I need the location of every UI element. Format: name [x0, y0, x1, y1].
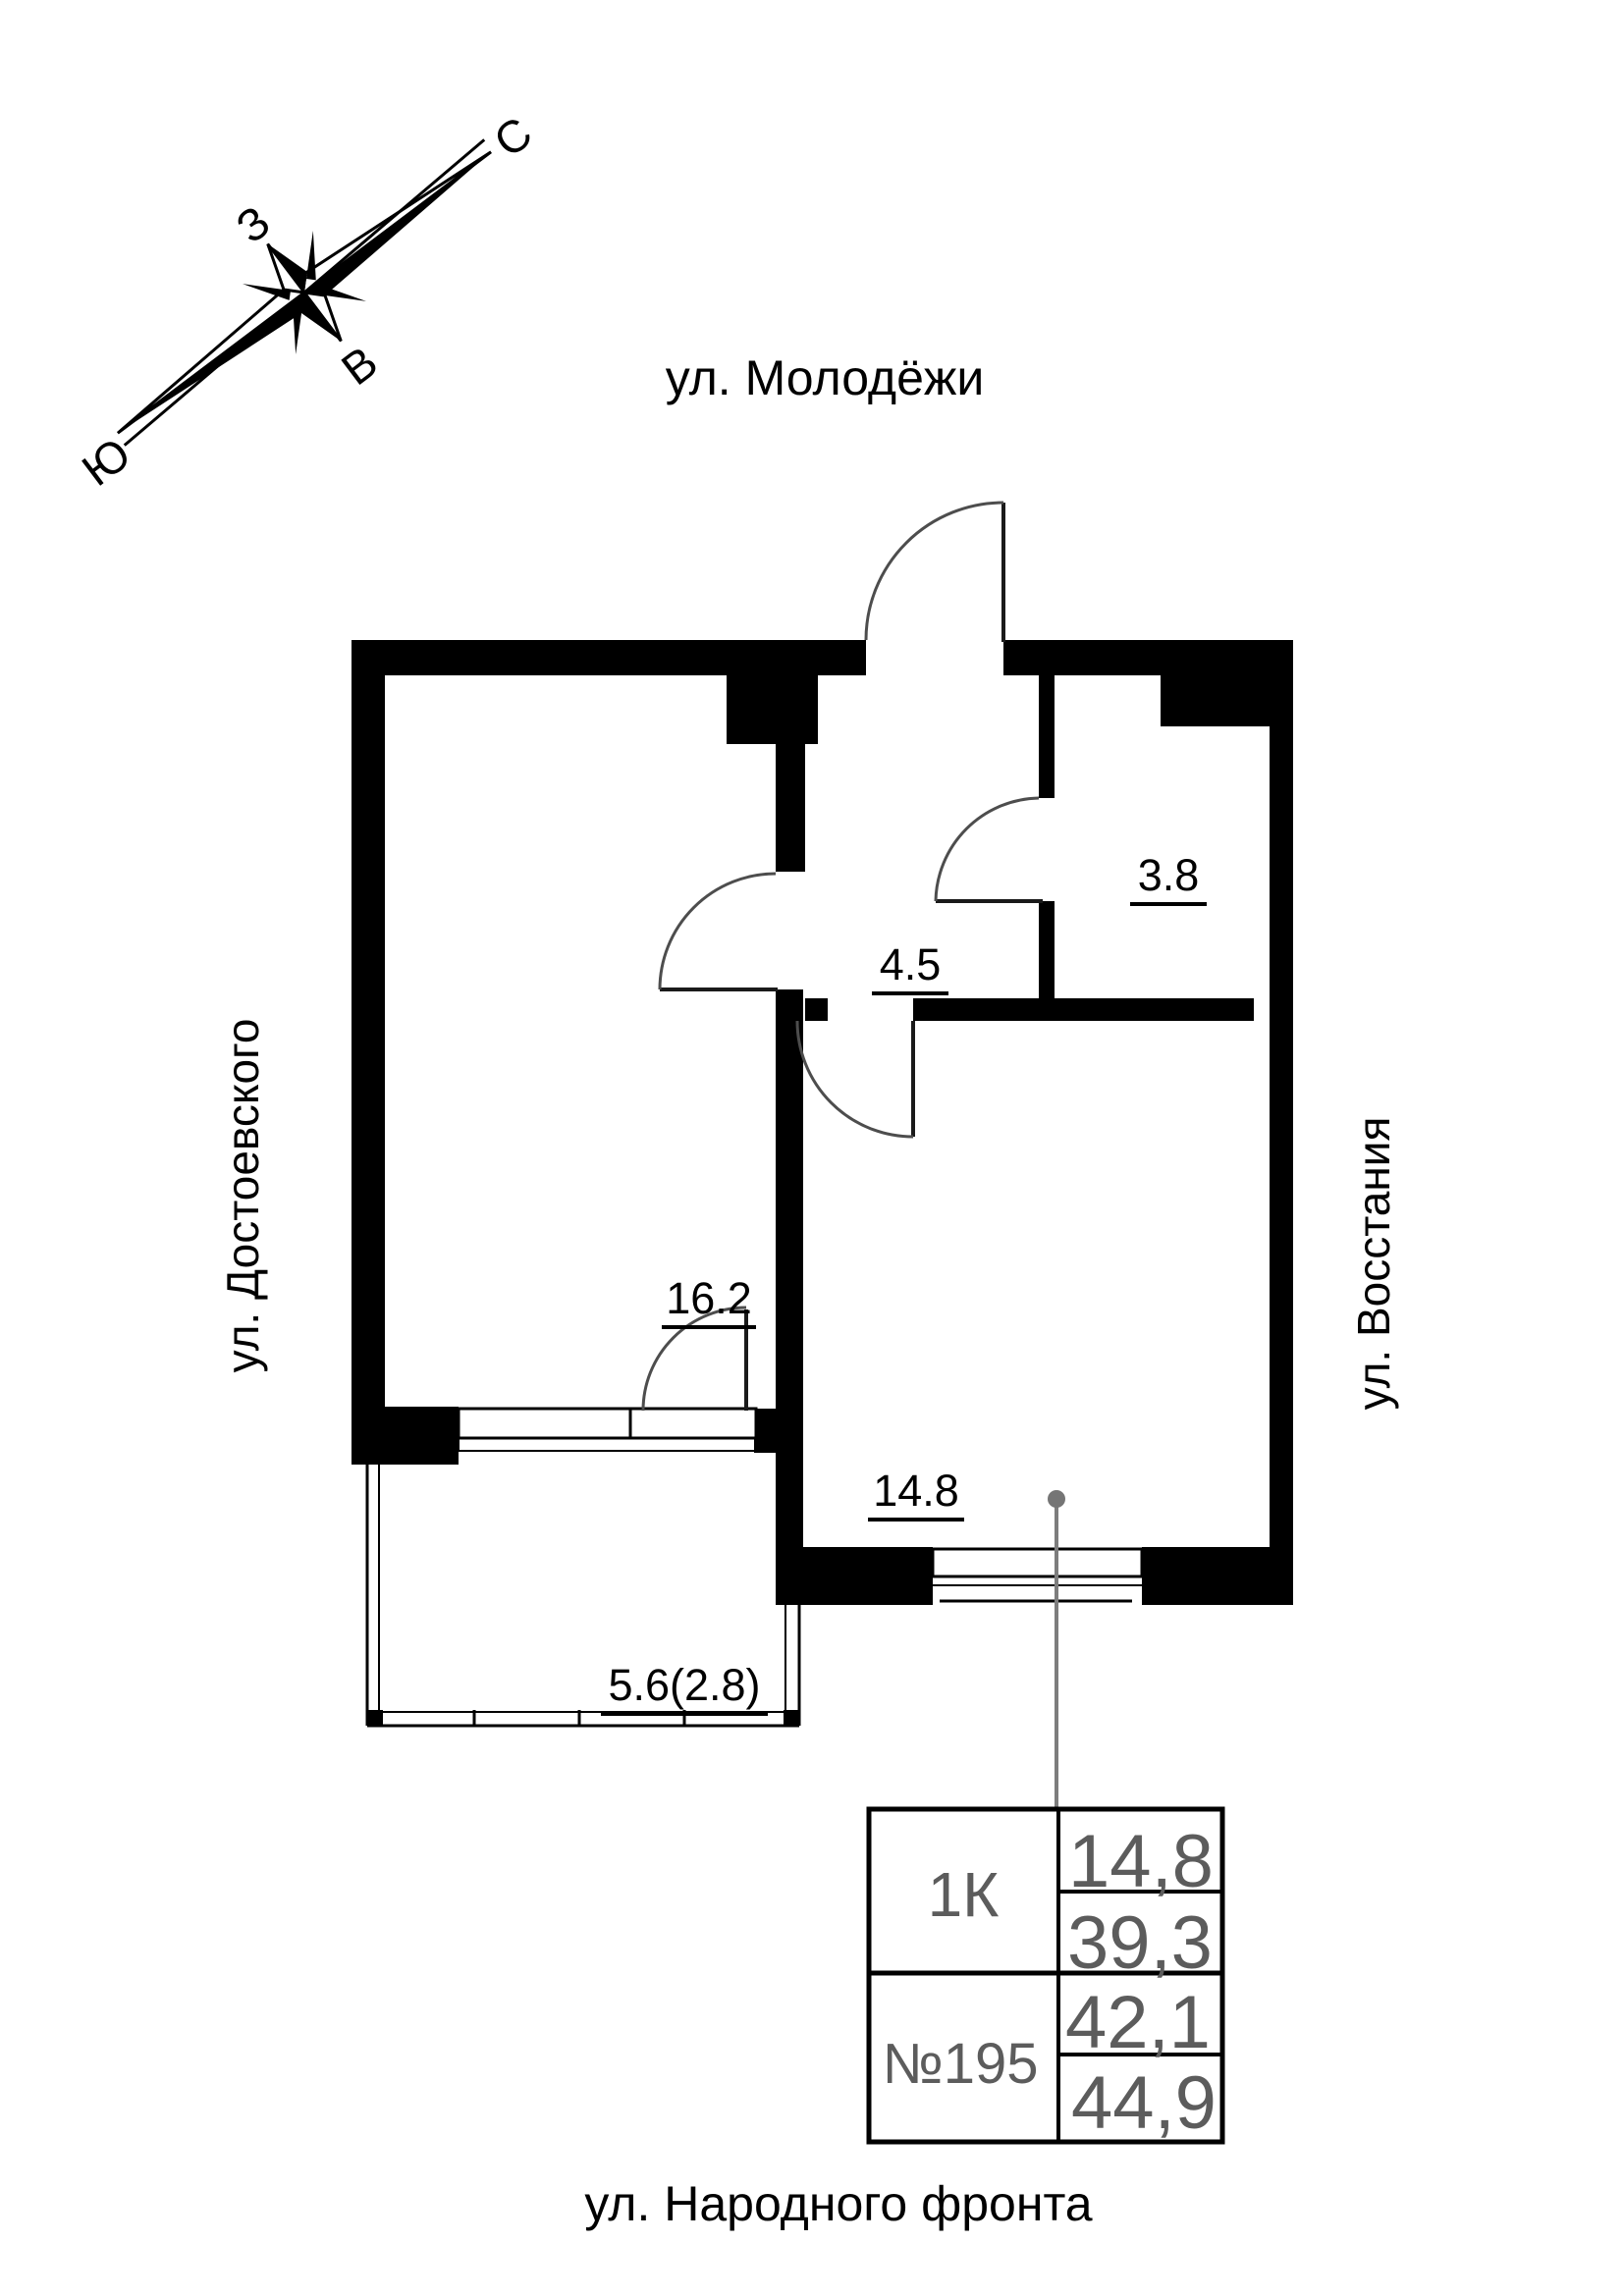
entrance-door-arc [864, 501, 1004, 641]
wall-living-bottom-left [776, 1547, 933, 1605]
leader-dot [1048, 1490, 1065, 1508]
compass-diagonal-points [242, 230, 367, 355]
balcony-area-label: 5.6(2.8) [608, 1660, 760, 1710]
compass-rose: С Ю З В [73, 107, 541, 497]
wall-hall-bathroom-bottom [913, 998, 1254, 1021]
room-labels: 3.8 4.5 16.2 14.8 5.6(2.8) [601, 850, 1207, 1716]
living-window [931, 1547, 1144, 1578]
living-area-label: 14.8 [873, 1466, 959, 1516]
wall-kitchen-bottom-left [352, 1407, 459, 1465]
kitchen-door-arc [658, 872, 777, 990]
wall-living-bottom-right [1142, 1547, 1293, 1605]
street-label-top: ул. Молодёжи [666, 350, 985, 405]
apartment-type-cell: 1К [928, 1859, 1000, 1930]
windows [457, 1407, 1164, 1603]
kitchen-window [457, 1407, 758, 1440]
bathroom-door-arc [934, 796, 1040, 902]
doors [641, 501, 1043, 1412]
balcony-door-arc [641, 1306, 747, 1412]
wall-hall-nub [805, 998, 828, 1021]
kitchen-area-label: 16.2 [666, 1273, 752, 1323]
info-table: 1К №195 14,8 39,3 42,1 44,9 [866, 1806, 1225, 2145]
wall-entry-block [727, 675, 818, 744]
table-value-coeff: 42,1 [1065, 1981, 1211, 2064]
apartment-number-cell: №195 [883, 2032, 1039, 2096]
wall-bathroom-partition-upper [1039, 675, 1055, 798]
wall-left [352, 675, 385, 1465]
living-window-sill [910, 1575, 1164, 1586]
street-label-right: ул. Восстания [1348, 1117, 1399, 1411]
wall-partition-upper [776, 742, 805, 872]
compass-west-arm [266, 242, 308, 294]
compass-west-label: З [227, 195, 279, 252]
street-label-left: ул. Достоевского [217, 1019, 268, 1373]
compass-south-label: Ю [73, 428, 139, 497]
bathroom-area-label: 3.8 [1138, 850, 1200, 900]
balcony-corner-left [367, 1710, 383, 1726]
hallway-area-label: 4.5 [880, 939, 942, 989]
compass-east-arm [300, 291, 343, 343]
wall-bathroom-partition-lower [1039, 901, 1055, 1021]
street-label-bottom: ул. Народного фронта [584, 2176, 1092, 2231]
wall-top-right [1003, 640, 1293, 675]
compass-north-label: С [484, 107, 541, 168]
compass-east-label: В [332, 336, 387, 395]
wall-partition-lower [776, 989, 803, 1547]
kitchen-window-sill [458, 1437, 757, 1452]
wall-top-left [352, 640, 866, 675]
wall-kitchen-bottom-corner [754, 1409, 776, 1453]
table-value-total: 44,9 [1071, 2061, 1217, 2145]
leader [1048, 1490, 1065, 1809]
wall-corner-top-right [1161, 675, 1293, 726]
living-door-arc [795, 1020, 914, 1139]
table-value-living: 14,8 [1068, 1820, 1214, 1903]
wall-right [1270, 726, 1293, 1605]
walls [352, 640, 1293, 1605]
table-value-no-balcony: 39,3 [1067, 1901, 1213, 1985]
balcony-corner-right [784, 1710, 799, 1726]
